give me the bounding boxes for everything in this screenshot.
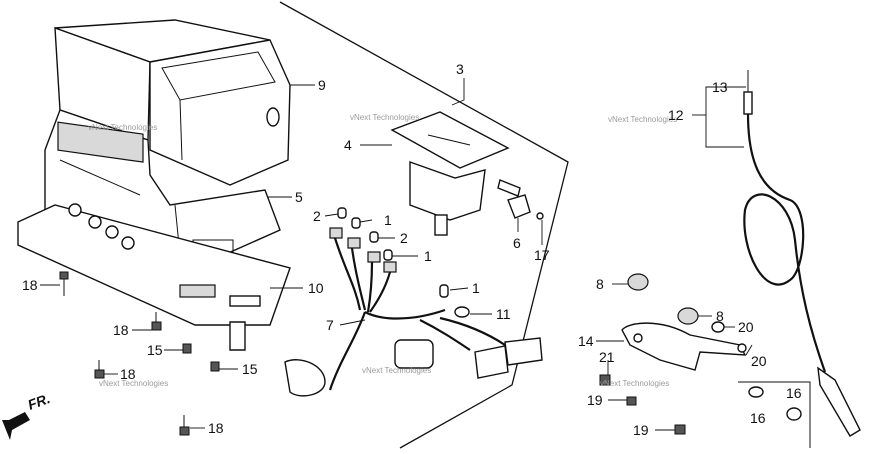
watermark: vNext Technologies — [362, 366, 431, 375]
nut-19-a — [626, 396, 637, 406]
callout-1: 1 — [384, 212, 392, 228]
callout-5: 5 — [295, 189, 303, 205]
screw-15-b — [210, 361, 220, 372]
callout-1: 1 — [472, 280, 480, 296]
rubber-mount-8-a — [627, 273, 649, 291]
callout-16: 16 — [750, 410, 766, 426]
screw-18-b — [151, 312, 162, 331]
grommet-11 — [454, 306, 470, 318]
callout-2: 2 — [400, 230, 408, 246]
nut-19-b — [674, 424, 686, 435]
callout-13: 13 — [712, 79, 728, 95]
callout-12: 12 — [668, 107, 684, 123]
callout-19: 19 — [633, 422, 649, 438]
callout-15: 15 — [147, 342, 163, 358]
wire-harness — [284, 237, 543, 397]
callout-8: 8 — [596, 276, 604, 292]
watermark: vNext Technologies — [88, 123, 157, 132]
callout-15: 15 — [242, 361, 258, 377]
callout-20: 20 — [751, 353, 767, 369]
callout-11: 11 — [496, 306, 511, 322]
callout-14: 14 — [578, 333, 594, 349]
callout-8: 8 — [716, 308, 724, 324]
screw-18-a — [59, 271, 69, 296]
callout-3: 3 — [456, 61, 464, 77]
callout-labels: 9 5 10 3 4 2 1 2 1 1 6 17 11 7 18 18 18 … — [22, 61, 802, 438]
bulb-sockets — [329, 207, 449, 298]
callout-19: 19 — [587, 392, 603, 408]
callout-18: 18 — [208, 420, 224, 436]
callout-2: 2 — [313, 208, 321, 224]
callout-7: 7 — [326, 317, 334, 333]
watermark: vNext Technologies — [99, 379, 168, 388]
callout-20: 20 — [738, 319, 754, 335]
callout-1: 1 — [424, 248, 432, 264]
screw-18-c — [94, 360, 105, 379]
screw-18-d — [179, 415, 190, 436]
callout-18: 18 — [113, 322, 129, 338]
watermark: vNext Technologies — [600, 379, 669, 388]
callout-17: 17 — [534, 247, 550, 263]
front-direction-arrow: FR. — [2, 390, 52, 440]
callout-21: 21 — [599, 349, 615, 365]
rubber-mount-8-b — [677, 307, 699, 325]
front-direction-label: FR. — [26, 390, 53, 413]
mounting-bracket — [621, 322, 747, 371]
speedometer-unit — [390, 111, 521, 236]
meter-base — [17, 203, 291, 351]
watermark: vNext Technologies — [350, 113, 419, 122]
screw-17 — [536, 212, 544, 220]
leader-lines — [40, 78, 753, 431]
screw-15-a — [182, 343, 192, 354]
watermark: vNext Technologies — [608, 115, 677, 124]
callout-9: 9 — [318, 77, 326, 93]
callout-16: 16 — [786, 385, 802, 401]
bolt-21 — [599, 374, 611, 386]
cable-fitting-6 — [507, 194, 531, 219]
speedometer-cable — [743, 70, 861, 437]
callout-4: 4 — [344, 137, 352, 153]
callout-18: 18 — [22, 277, 38, 293]
callout-18: 18 — [120, 366, 136, 382]
assembly-3-frame — [279, 1, 569, 449]
callout-10: 10 — [308, 280, 324, 296]
collar-16 — [738, 381, 811, 448]
callout-6: 6 — [513, 235, 521, 251]
